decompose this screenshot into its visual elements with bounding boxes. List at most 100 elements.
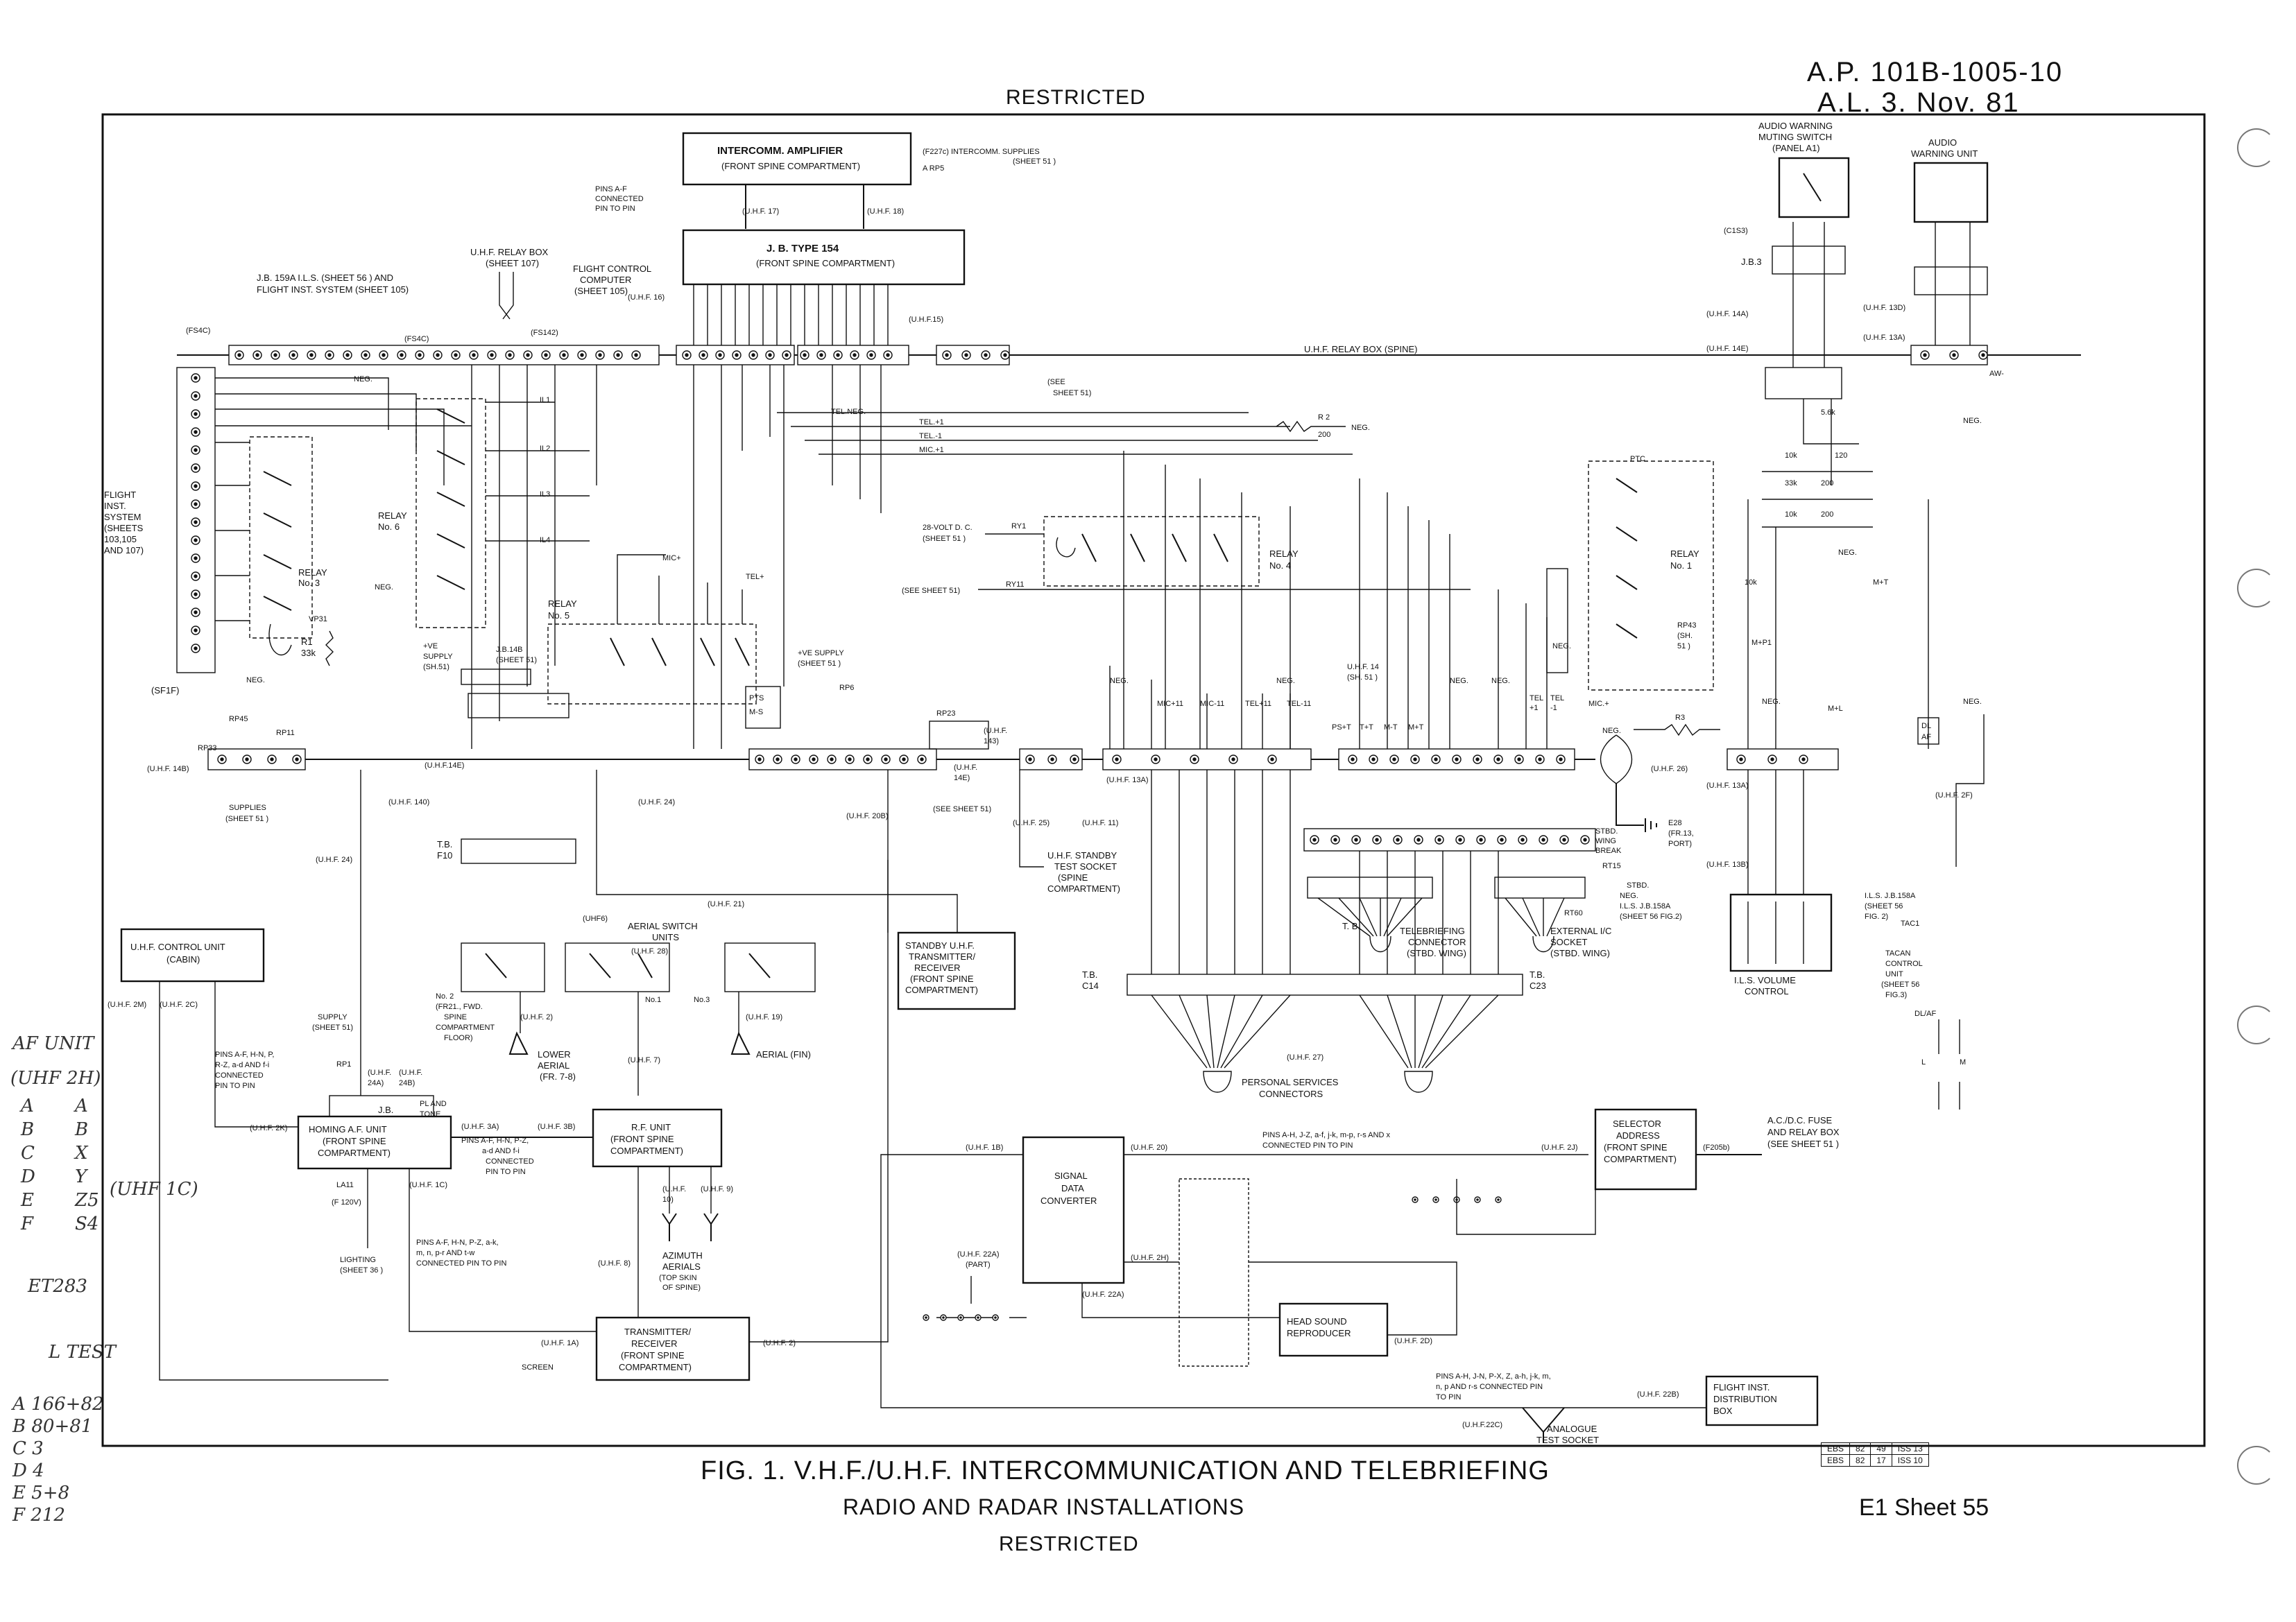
ve-supply-label: SUPPLY: [423, 653, 453, 661]
restricted-marking-top: RESTRICTED: [1006, 86, 1146, 109]
ve-supply-label: (SH.51): [423, 663, 449, 671]
pins-note: PIN TO PIN: [486, 1168, 526, 1176]
signal-data-converter: SIGNAL DATA CONVERTER: [1022, 1136, 1125, 1284]
connector-pin-dot: [194, 466, 198, 470]
connector-pin-dot: [291, 353, 295, 357]
connector-label: (U.H.F. 25): [1013, 819, 1050, 827]
no2-label: No. 2: [436, 992, 454, 1001]
il1-label: IL1: [540, 396, 550, 404]
connector-label: (U.H.F.: [662, 1185, 686, 1193]
standby-uhf-label: RECEIVER: [914, 963, 960, 973]
standby-uhf-label: (FRONT SPINE: [910, 974, 974, 984]
rp33-label: RP33: [198, 744, 217, 752]
tb-c23-label: T.B.: [1530, 969, 1545, 980]
rp43-label: (SH.: [1677, 632, 1693, 640]
connector-label: (U.H.F. 2F): [1935, 791, 1973, 800]
connector-pin-dot: [194, 520, 198, 524]
connector-label: (U.H.F.22C): [1462, 1421, 1502, 1429]
connector-pin-dot: [562, 353, 566, 357]
sdc-label: SIGNAL: [1054, 1171, 1088, 1181]
tel-row-label: TEL: [1530, 694, 1543, 702]
sdc-pin-dot: [942, 1316, 945, 1319]
fidb-label: BOX: [1713, 1406, 1733, 1416]
selector-label: COMPARTMENT): [1604, 1154, 1677, 1164]
external-ic-label: (STBD. WING): [1550, 948, 1610, 958]
pins-note: n, p AND r-s CONNECTED PIN: [1436, 1383, 1543, 1391]
connector-label: (U.H.F. 14B): [147, 765, 189, 773]
connector-pin-dot: [1517, 757, 1521, 761]
connector-pin-dot: [194, 484, 198, 488]
tacan-label: TACAN: [1885, 949, 1911, 958]
connector-pin-dot: [273, 353, 277, 357]
connector-label: (U.H.F. 22B): [1637, 1390, 1679, 1399]
connector-label: (U.H.F. 3B): [538, 1123, 575, 1131]
neg-label: NEG.: [1110, 677, 1129, 685]
azimuth-label: OF SPINE): [662, 1284, 701, 1292]
connector-pin-dot: [526, 353, 530, 357]
relay-5-label: RELAY: [548, 598, 577, 609]
sdc-label: DATA: [1061, 1183, 1084, 1193]
sdc-bottom-pins: [923, 1314, 999, 1321]
ps-row-label: PS+T: [1332, 723, 1351, 732]
aerial-fin-label: AERIAL (FIN): [756, 1049, 811, 1060]
analogue-test-label: TEST SOCKET: [1536, 1435, 1599, 1445]
pins-note: PIN TO PIN: [215, 1082, 255, 1090]
dl-af-label: L: [1921, 1058, 1926, 1067]
connector-pin-dot: [884, 757, 888, 761]
connector-label: (UHF6): [583, 915, 608, 923]
standby-uhf-label: STANDBY U.H.F.: [905, 940, 975, 951]
mic-plus1-label: MIC.+1: [919, 446, 944, 454]
flight-inst-label: FLIGHT: [104, 490, 136, 500]
flight-inst-label: INST.: [104, 501, 126, 511]
handwritten-note: X: [75, 1143, 88, 1164]
connector-pin-dot: [819, 353, 823, 357]
no2-label: (FR21., FWD.: [436, 1003, 483, 1011]
pins-note: PINS A-F, H-N, P,: [215, 1051, 274, 1059]
relay-6-label: No. 6: [378, 521, 400, 532]
la11-label: LA11: [336, 1181, 354, 1189]
connector-pin-dot: [1496, 757, 1500, 761]
m-p1-label: M+P1: [1751, 639, 1772, 647]
connector-label: (U.H.F. 2K): [250, 1124, 287, 1132]
relay-3-label: RELAY: [298, 567, 327, 578]
resistor-r1: R1: [301, 637, 313, 647]
rf-unit-label: R.F. UNIT: [631, 1122, 671, 1132]
connector-label: (U.H.F.14E): [425, 761, 464, 770]
connector-pin-dot: [1192, 757, 1197, 761]
main-bar-pins: [234, 350, 1988, 360]
uhf-control-label: U.H.F. CONTROL UNIT: [130, 942, 225, 952]
relay-5-label: No. 5: [548, 610, 569, 621]
mic-row-label: TEL+11: [1245, 700, 1271, 708]
sdc-pin-dot: [977, 1316, 979, 1319]
flight-inst-label: (SHEETS: [104, 523, 144, 533]
connector-label: (U.H.F. 13D): [1863, 304, 1905, 312]
uhf-relay-box-label: (SHEET 107): [486, 258, 539, 268]
no2-label: COMPARTMENT: [436, 1024, 495, 1032]
connector-pin-dot: [382, 353, 386, 357]
connector-pin-dot: [194, 538, 198, 542]
connector-label: (FS4C): [186, 327, 210, 335]
connector-pin-dot: [1050, 757, 1054, 761]
jb-label: J.B.: [378, 1105, 393, 1115]
acdc-fuse-label: AND RELAY BOX: [1767, 1127, 1840, 1137]
sdc-pin-block: [1179, 1178, 1249, 1367]
switch-no3: No.3: [694, 996, 710, 1004]
connector-label: (U.H.F. 2H): [1131, 1254, 1169, 1262]
connector-pin-dot: [634, 353, 638, 357]
connector-label: (U.H.F. 20B): [846, 812, 889, 820]
connector-pin-dot: [309, 353, 314, 357]
mic-row-label: TEL-11: [1287, 700, 1311, 708]
tx-rx-label: RECEIVER: [631, 1338, 677, 1349]
head-sound-reproducer: HEAD SOUND REPRODUCER: [1278, 1302, 1389, 1357]
tel-plus-label: TEL+: [746, 573, 764, 581]
tel-minus1-label: TEL.-1: [919, 432, 942, 440]
connector-label: 24B): [399, 1079, 415, 1087]
jb-type-154: J. B. TYPE 154 (FRONT SPINE COMPARTMENT): [682, 229, 966, 286]
stbd-wing-break: STBD. WING BREAK RT15: [1303, 827, 1622, 870]
handwritten-note: Y: [75, 1166, 87, 1187]
rf-unit-label: (FRONT SPINE: [610, 1134, 674, 1144]
connector-pin-dot: [1115, 757, 1119, 761]
connector-pin-dot: [580, 353, 584, 357]
connector-pin-dot: [1455, 757, 1459, 761]
ils-jb-label: (SHEET 56: [1865, 902, 1903, 911]
